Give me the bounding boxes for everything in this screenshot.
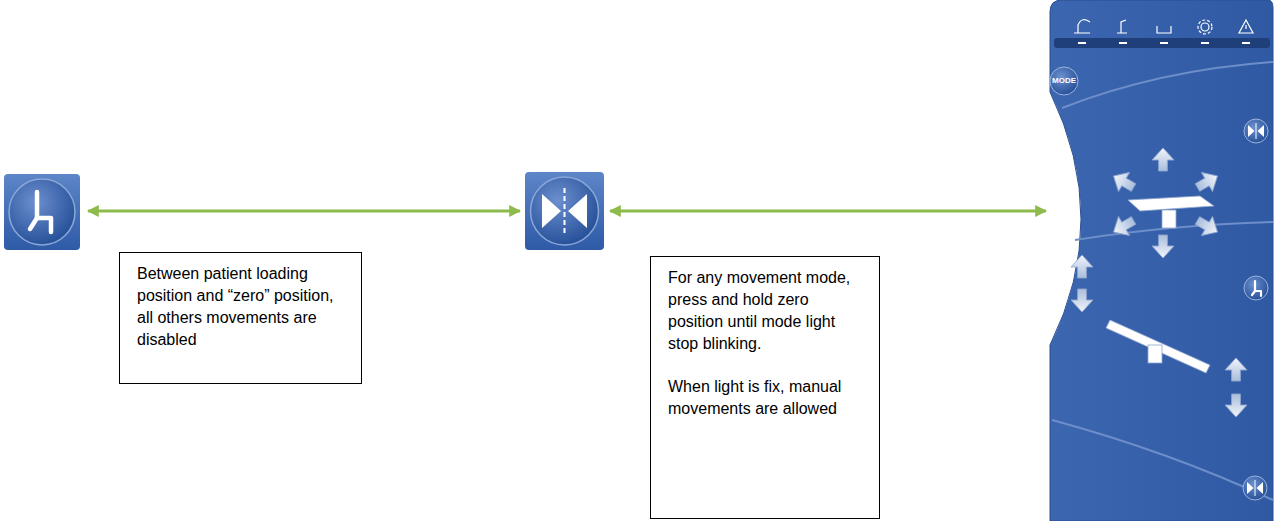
note-text: When light is fix, manual movements are … xyxy=(668,376,867,420)
double-arrow xyxy=(88,210,520,213)
control-panel xyxy=(1050,0,1273,521)
note-text: For any movement mode, press and hold ze… xyxy=(668,267,867,355)
patient-loading-icon xyxy=(4,174,80,250)
note-text: Between patient loading position and “ze… xyxy=(137,263,349,351)
double-arrow xyxy=(610,210,1046,213)
button-label: MODE xyxy=(1052,76,1076,86)
zero-position-icon xyxy=(525,172,604,250)
note-box: For any movement mode, press and hold ze… xyxy=(650,256,880,519)
note-box: Between patient loading position and “ze… xyxy=(119,252,362,384)
